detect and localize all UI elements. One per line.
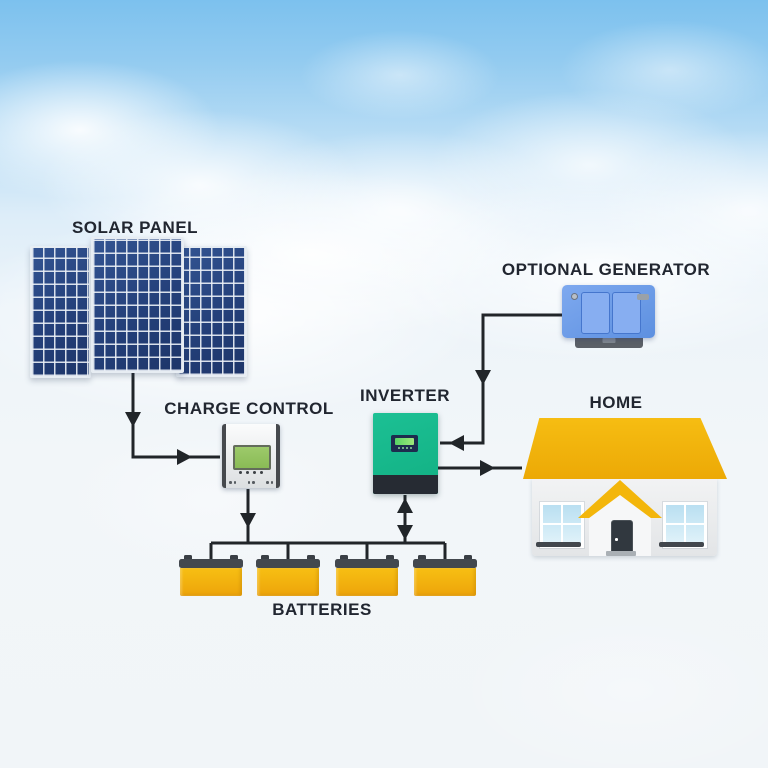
house-window-sill-left bbox=[536, 542, 581, 547]
arrowhead-right-to-home bbox=[480, 460, 495, 476]
battery-terminal bbox=[340, 555, 348, 561]
battery-body bbox=[336, 568, 398, 596]
battery-terminal bbox=[418, 555, 426, 561]
generator-device bbox=[562, 285, 655, 338]
inverter-display-buttons bbox=[391, 447, 418, 449]
arrowhead-up-inverter bbox=[397, 498, 413, 513]
battery-body bbox=[180, 568, 242, 596]
inverter-label: INVERTER bbox=[360, 386, 450, 405]
battery-terminal bbox=[464, 555, 472, 561]
battery-terminal bbox=[184, 555, 192, 561]
inverter-device bbox=[373, 413, 438, 494]
inverter-display-screen bbox=[395, 438, 414, 445]
charge-controller-lcd-screen bbox=[233, 445, 271, 470]
house-roof bbox=[523, 418, 727, 479]
wire-battery-bus bbox=[209, 541, 447, 560]
door-knob bbox=[615, 538, 618, 541]
arrowhead-down-generator bbox=[475, 370, 491, 385]
generator-panel-door-left bbox=[581, 292, 610, 334]
cloud bbox=[560, 20, 768, 120]
house-door-step bbox=[606, 551, 636, 556]
battery-cap bbox=[413, 559, 477, 568]
battery-2 bbox=[256, 555, 320, 596]
house-window-right bbox=[663, 502, 707, 548]
arrowhead-down-controller bbox=[240, 513, 256, 528]
solar-panel-left bbox=[30, 246, 91, 378]
battery-cap bbox=[256, 559, 320, 568]
battery-terminal bbox=[261, 555, 269, 561]
charge-controller-device bbox=[222, 424, 280, 488]
battery-terminal bbox=[230, 555, 238, 561]
charge-controller-terminals bbox=[229, 481, 273, 484]
battery-3 bbox=[335, 555, 399, 596]
battery-cap bbox=[179, 559, 243, 568]
charge-controller-buttons bbox=[222, 471, 280, 474]
inverter-display bbox=[391, 435, 418, 452]
home-label: HOME bbox=[589, 393, 643, 412]
generator-vent bbox=[637, 294, 649, 300]
battery-terminal bbox=[386, 555, 394, 561]
inverter-base-section bbox=[373, 475, 438, 494]
battery-4 bbox=[413, 555, 477, 596]
solar-panel-middle bbox=[91, 237, 184, 373]
arrowhead-right-into-controller bbox=[177, 449, 192, 465]
house-door bbox=[611, 520, 633, 553]
house-window-sill-right bbox=[659, 542, 704, 547]
batteries-label: BATTERIES bbox=[272, 600, 372, 619]
generator-panel-door-right bbox=[612, 292, 641, 334]
generator-bolt bbox=[571, 293, 578, 300]
solar-panel-label: SOLAR PANEL bbox=[71, 218, 199, 237]
cloud bbox=[450, 600, 768, 768]
generator-base bbox=[575, 336, 643, 348]
optional-generator-label: OPTIONAL GENERATOR bbox=[501, 260, 711, 279]
battery-terminal bbox=[307, 555, 315, 561]
arrowhead-down-to-bus bbox=[397, 525, 413, 540]
arrowhead-down-solar bbox=[125, 412, 141, 427]
battery-body bbox=[257, 568, 319, 596]
solar-panel-right bbox=[176, 246, 247, 377]
cloud bbox=[300, 30, 500, 120]
charge-control-label: CHARGE CONTROL bbox=[164, 399, 334, 418]
battery-body bbox=[414, 568, 476, 596]
battery-cap bbox=[335, 559, 399, 568]
arrowhead-left-into-inverter bbox=[449, 435, 464, 451]
battery-1 bbox=[179, 555, 243, 596]
